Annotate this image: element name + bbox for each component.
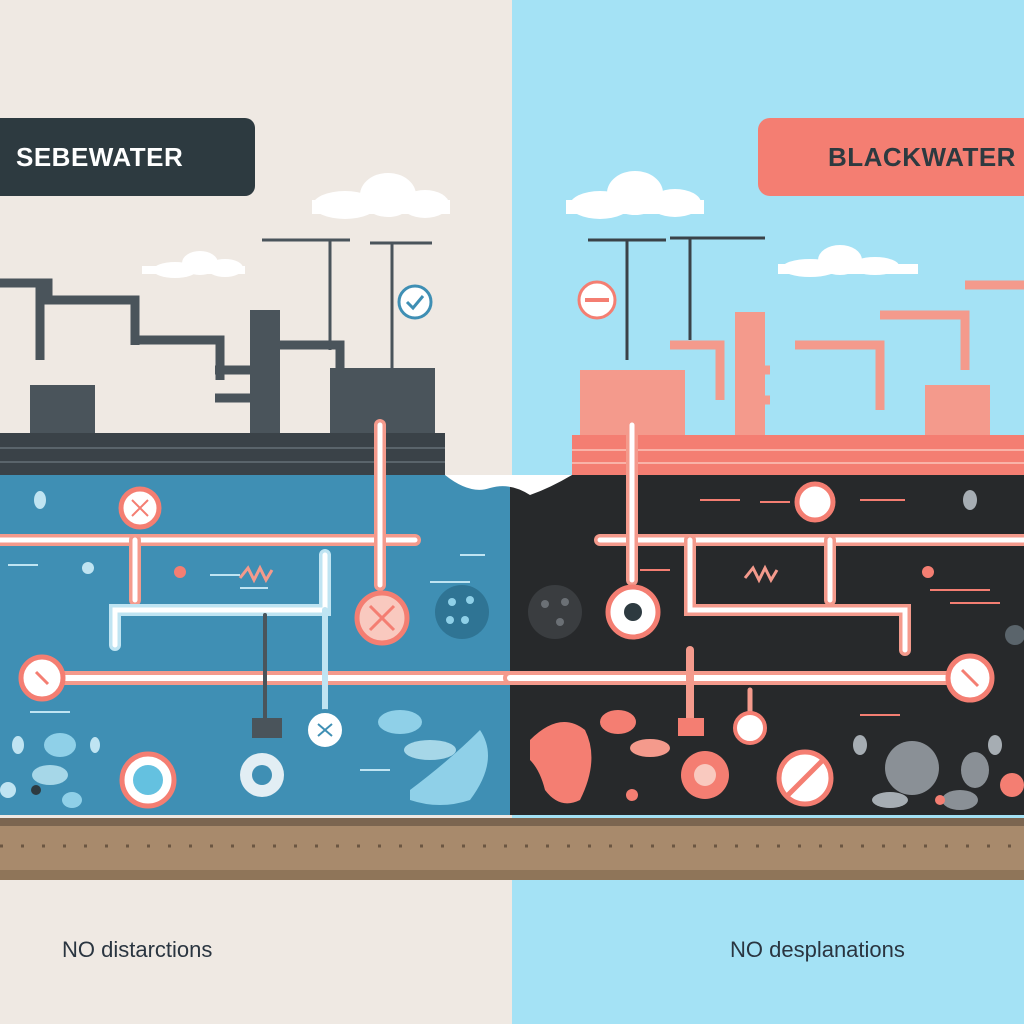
right-water-streaks	[640, 499, 1000, 716]
left-caption: NO distarctions	[62, 937, 213, 962]
grey-water-label: SEBEWATER	[0, 118, 255, 196]
cloud-icon	[312, 173, 450, 219]
no-sign-icon	[577, 280, 617, 320]
cloud-icon	[142, 251, 245, 278]
left-fish-icon	[238, 564, 274, 584]
water-drop-gauge-icon	[119, 751, 177, 809]
check-icon	[397, 284, 433, 320]
black-water-label: BLACKWATER	[758, 118, 1024, 196]
left-wall-brick-line	[0, 447, 445, 449]
left-chimney	[250, 310, 280, 435]
black-water-body	[510, 475, 1024, 815]
valve-icon	[118, 486, 162, 530]
left-microbes	[0, 491, 489, 808]
ground-strip	[0, 818, 1024, 880]
cloud-icon	[566, 171, 704, 219]
right-wall-brick-line	[572, 449, 1024, 451]
valve-icon	[794, 481, 836, 523]
left-wall	[0, 433, 445, 475]
right-tank-right	[925, 385, 990, 437]
left-antenna-poles	[262, 238, 432, 370]
pipe-cap	[678, 718, 704, 736]
ground-top-band	[0, 818, 1024, 826]
left-water-streaks	[8, 554, 485, 771]
left-tank-small	[30, 385, 95, 435]
blocked-valve-icon	[354, 590, 410, 646]
fan-valve-icon	[304, 709, 346, 751]
prohibited-icon	[776, 749, 834, 807]
cloud-icon	[778, 245, 918, 277]
valve-icon	[733, 711, 767, 745]
right-wall	[572, 435, 1024, 475]
gauge-icon	[945, 653, 995, 703]
microbe-gauge-icon	[605, 584, 661, 640]
right-wall-brick-line	[572, 462, 1024, 464]
right-antenna-poles	[588, 236, 765, 360]
left-wall-brick-line	[0, 461, 445, 463]
right-caption: NO desplanations	[730, 937, 905, 962]
right-chimney	[735, 312, 765, 437]
grey-underwater-pipes	[0, 419, 517, 723]
gauge-icon	[18, 654, 66, 702]
pipe-cap	[252, 718, 282, 738]
right-microbes	[528, 490, 1024, 810]
water-surface-wave	[445, 475, 572, 495]
right-fish-icon	[743, 564, 779, 584]
ground-bottom-band	[0, 870, 1024, 880]
